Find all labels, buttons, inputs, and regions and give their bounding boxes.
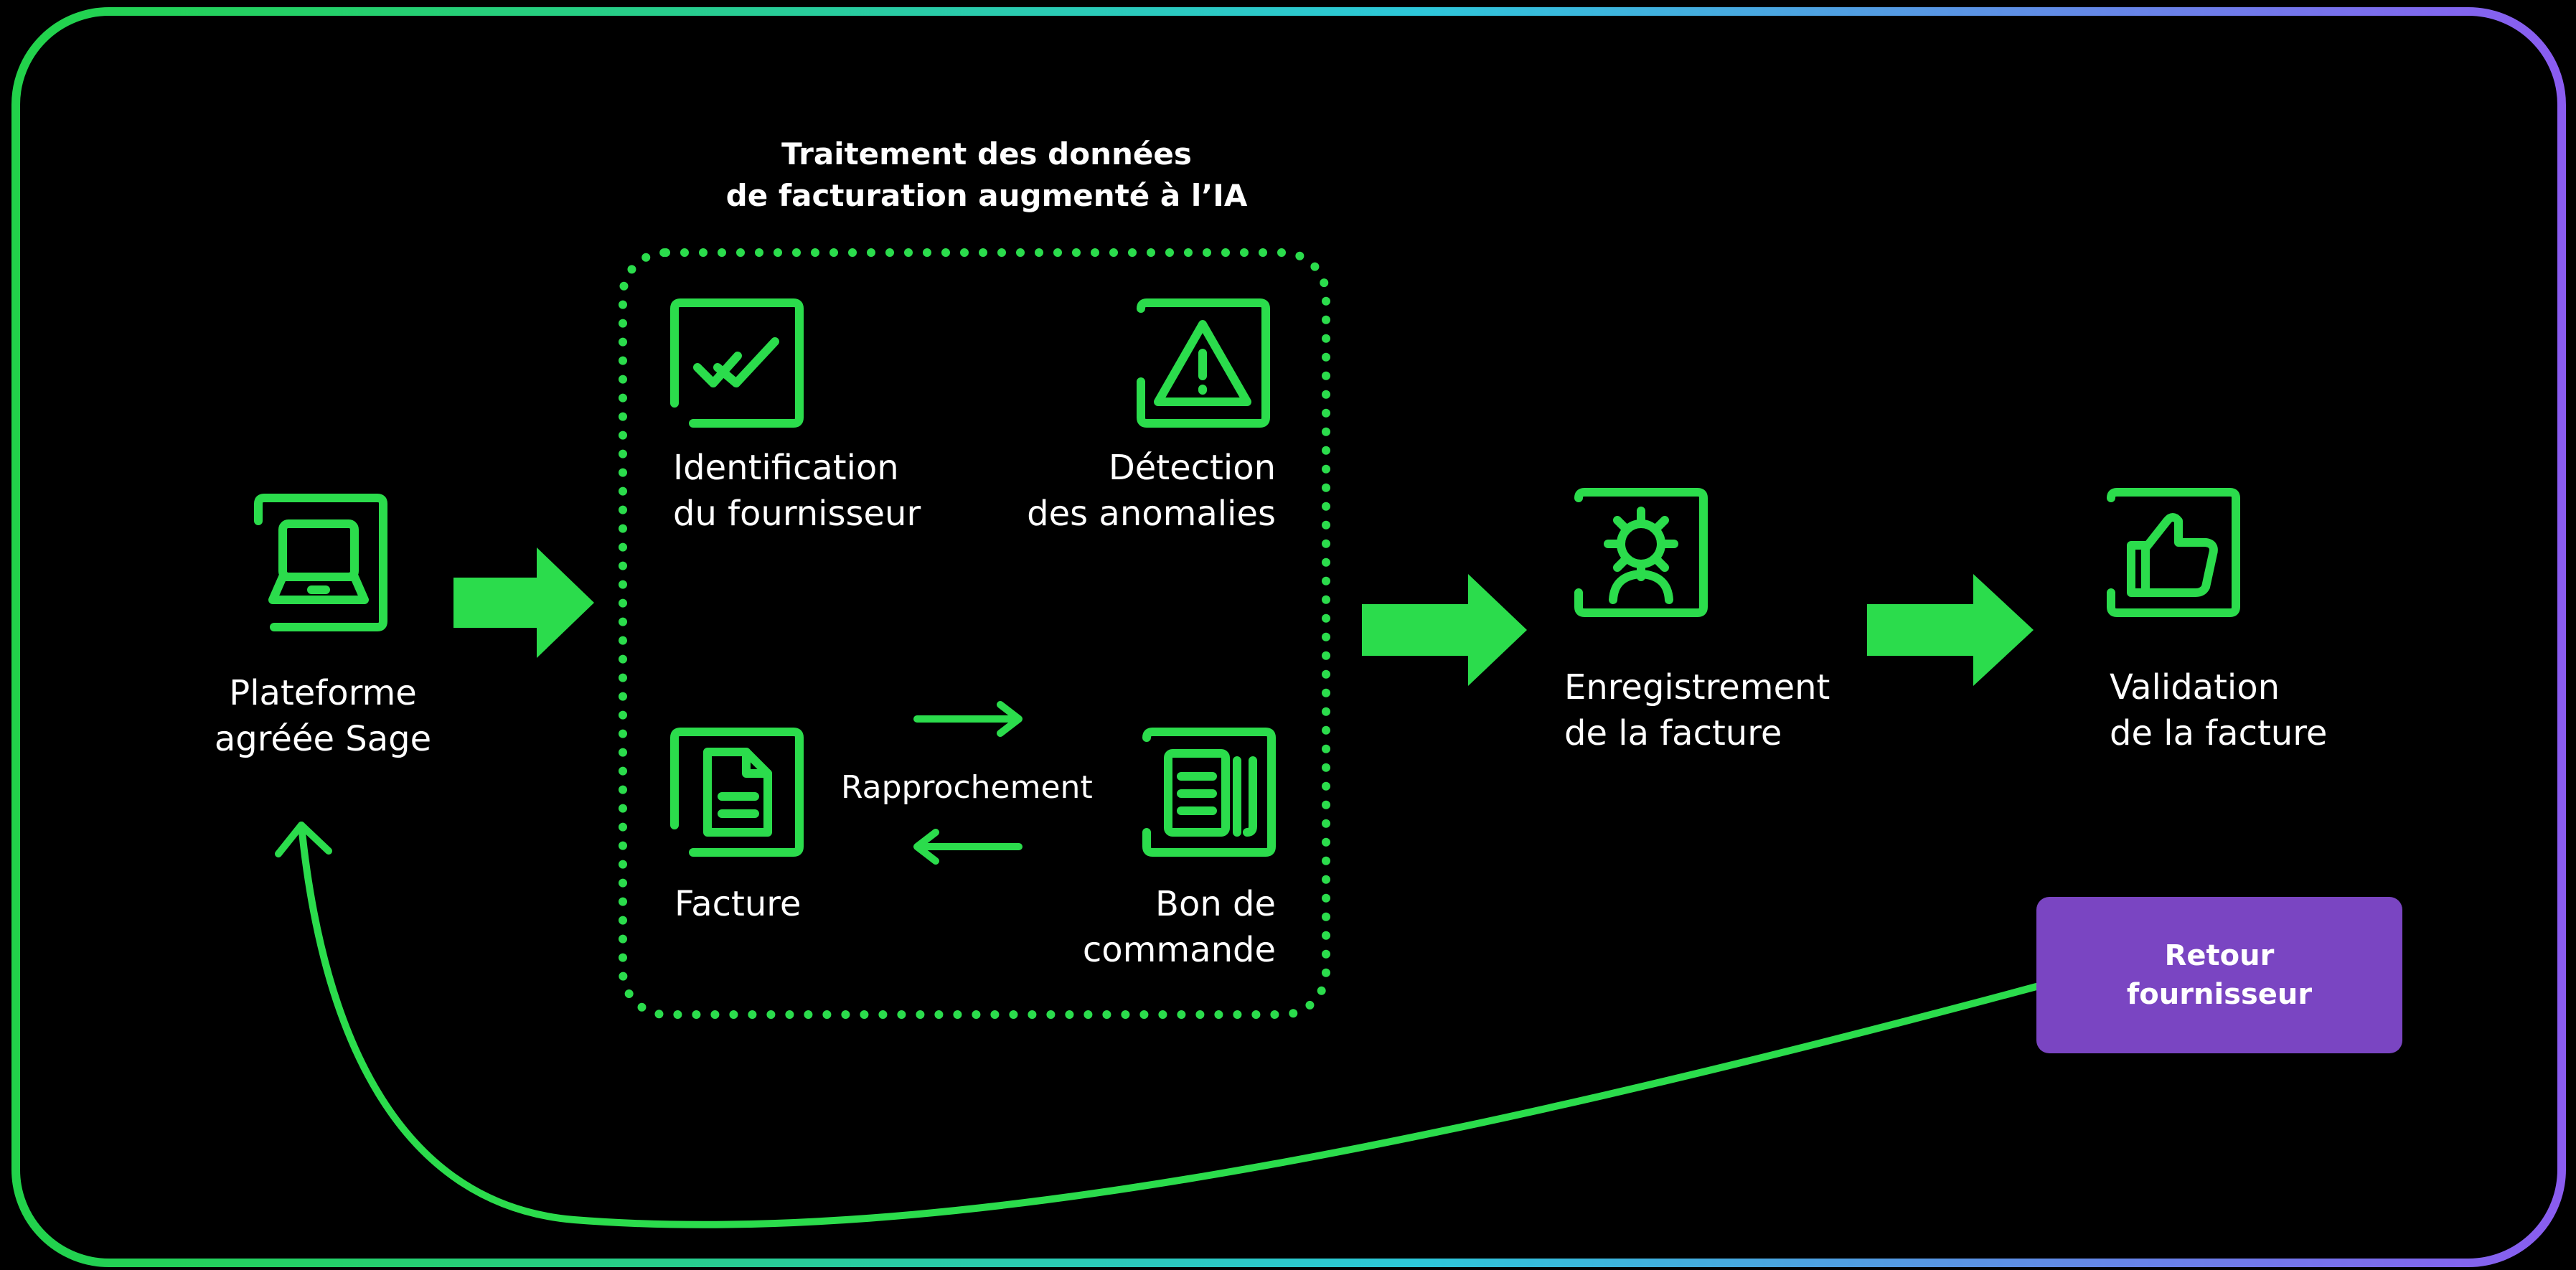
processing-title-line1: Traitement des données (781, 136, 1192, 171)
warning-triangle-icon (1137, 298, 1270, 428)
enregistrement-label: Enregistrement de la facture (1564, 667, 1830, 753)
arrow-plateforme-to-processing (453, 547, 594, 658)
return-arrow (275, 822, 2040, 1228)
arrow-enregistrement-to-validation (1867, 574, 2034, 686)
gear-user-icon (1574, 488, 1708, 617)
identification-label: Identification du fournisseur (673, 448, 921, 534)
laptop-icon (254, 494, 387, 631)
detection-label: Détection des anomalies (1027, 448, 1276, 534)
retour-fournisseur-box: Retour fournisseur (2036, 897, 2402, 1053)
processing-title-line2: de facturation augmenté à l’IA (725, 178, 1248, 213)
thumbs-up-icon (2107, 488, 2240, 617)
validation-label: Validation de la facture (2110, 667, 2328, 753)
double-check-icon (670, 298, 804, 428)
retour-line1: Retour (2164, 939, 2275, 972)
outer-frame (11, 7, 2566, 1267)
plateforme-label: Plateforme agréée Sage (214, 673, 432, 759)
bon-de-commande-label: Bon de commande (1082, 884, 1276, 970)
rapprochement-arrows (913, 701, 1023, 865)
purchase-order-icon (1142, 728, 1276, 857)
retour-line2: fournisseur (2126, 978, 2313, 1011)
arrow-processing-to-enregistrement (1362, 574, 1527, 686)
processing-block-title: Traitement des données de facturation au… (646, 133, 1327, 217)
rapprochement-label: Rapprochement (841, 769, 1093, 806)
processing-block-border (619, 248, 1330, 1019)
document-icon (670, 728, 804, 857)
facture-label: Facture (674, 884, 802, 924)
